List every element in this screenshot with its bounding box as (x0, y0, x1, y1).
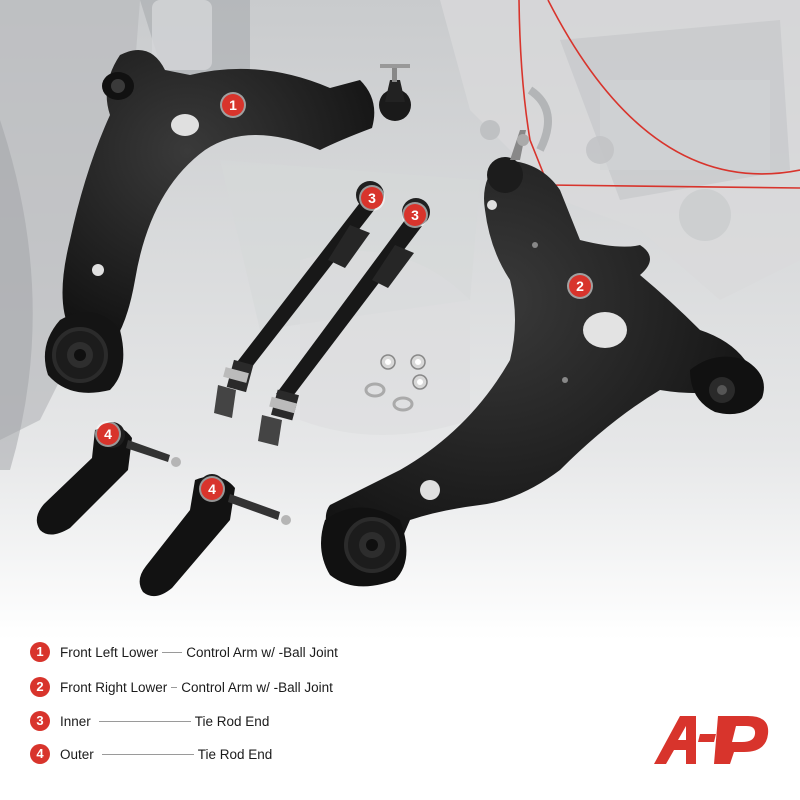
callout-4-right: 4 (201, 478, 223, 500)
legend-badge: 3 (30, 711, 50, 731)
legend-part-name: Front Right Lower (60, 679, 168, 695)
legend-row-2: 2 Front Right Lower Control Arm w/ -Ball… (30, 675, 333, 699)
ball-joint-detail-line (518, 0, 800, 189)
front-left-control-arm (44, 50, 411, 393)
legend-row-1: 1 Front Left Lower Control Arm w/ -Ball … (30, 640, 338, 664)
front-right-control-arm (321, 130, 764, 587)
legend-part-desc: Control Arm w/ -Ball Joint (181, 679, 333, 695)
callout-4-left: 4 (97, 423, 119, 445)
legend-row-3: 3 Inner Tie Rod End (30, 709, 269, 733)
legend-divider (162, 651, 183, 653)
legend-divider (171, 686, 178, 688)
legend-row-4: 4 Outer Tie Rod End (30, 742, 272, 766)
product-photo (0, 0, 800, 640)
inner-tie-rods (214, 181, 430, 446)
legend-part-desc: Control Arm w/ -Ball Joint (186, 644, 338, 660)
legend-part-name: Inner (60, 713, 91, 729)
legend-badge: 1 (30, 642, 50, 662)
legend-part-desc: Tie Rod End (197, 746, 273, 762)
callout-3-left: 3 (361, 187, 383, 209)
callout-2: 2 (569, 275, 591, 297)
legend-divider (101, 753, 194, 755)
callout-3-right: 3 (404, 204, 426, 226)
legend-divider (98, 720, 191, 722)
legend-part-desc: Tie Rod End (194, 713, 270, 729)
legend-part-name: Front Left Lower (60, 644, 159, 660)
legend-part-name: Outer (60, 746, 94, 762)
detail-circle-arc (547, 0, 800, 175)
legend-badge: 2 (30, 677, 50, 697)
callout-1: 1 (222, 94, 244, 116)
legend-badge: 4 (30, 744, 50, 764)
nuts-and-washers (364, 354, 428, 412)
a-premium-logo-icon (654, 716, 769, 764)
